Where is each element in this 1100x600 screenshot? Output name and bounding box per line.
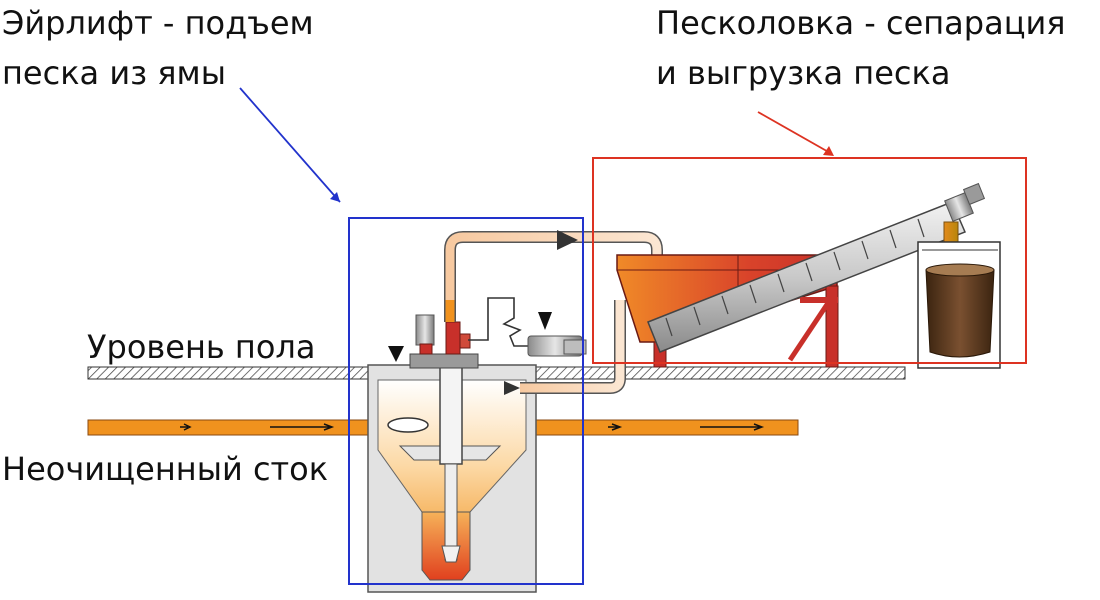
pit-marker-arrow — [388, 346, 404, 362]
airlift-motor — [415, 314, 471, 355]
separator-label-line2: и выгрузка песка — [656, 54, 951, 92]
separator-leader-line — [757, 111, 834, 156]
floor-level-label: Уровень пола — [87, 328, 316, 366]
screw-conveyor — [647, 182, 986, 353]
sand-container — [917, 241, 1001, 369]
airlift-region-frame — [348, 217, 584, 585]
airlift-label-line2: песка из ямы — [2, 54, 226, 92]
blower-unit — [527, 312, 587, 357]
separator-region-frame — [592, 157, 1027, 364]
separator-label-line1: Песколовка - сепарация — [656, 4, 1066, 42]
pit-cover-plate — [409, 353, 479, 369]
airlift-column — [439, 361, 463, 563]
air-line — [468, 297, 530, 347]
airlift-leader-line — [239, 87, 341, 203]
airlift-label-line1: Эйрлифт - подъем — [2, 4, 314, 42]
raw-sewage-label: Неочищенный сток — [2, 450, 329, 488]
sand-pipe — [444, 230, 663, 395]
